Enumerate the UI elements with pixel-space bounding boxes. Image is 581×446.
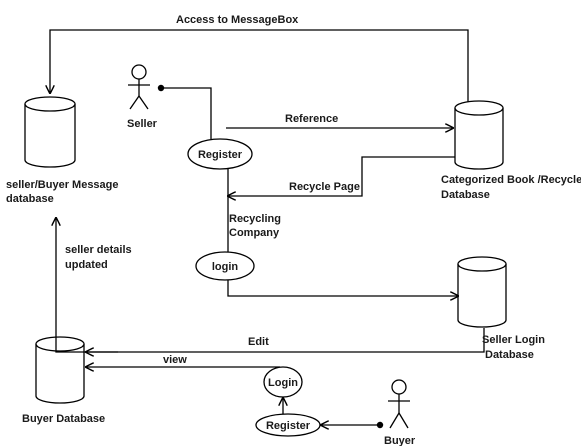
edit-label: Edit (248, 336, 269, 348)
message-db-label-2: database (6, 193, 54, 205)
book-database-cylinder (454, 100, 504, 170)
seller-login-db-label-1: Seller Login (482, 334, 545, 346)
seller-actor-label: Seller (127, 118, 158, 130)
register-buyer-ellipse (255, 413, 321, 437)
edit-connector (86, 328, 485, 352)
buyer-actor-icon (388, 379, 410, 429)
view-label: view (163, 354, 187, 366)
book-db-label-1: Categorized Book /Recycle (441, 174, 581, 186)
seller-details-label-1: seller details (65, 244, 132, 256)
login-buyer-ellipse (263, 366, 303, 398)
seller-details-label-2: updated (65, 259, 108, 271)
recycling-company-label-2: Company (229, 227, 280, 239)
access-messagebox-label: Access to MessageBox (176, 14, 299, 26)
register-seller-label: Register (198, 149, 243, 161)
seller-login-database-cylinder (457, 256, 507, 328)
buyer-database-cylinder (35, 336, 85, 404)
seller-details-connector (56, 218, 118, 353)
buyer-actor-label: Buyer (384, 435, 416, 446)
recycling-company-label-1: Recycling (229, 213, 281, 225)
login-seller-ellipse (195, 251, 255, 281)
access-messagebox-connector (50, 29, 469, 102)
login-buyer-label: Login (268, 377, 298, 389)
register-seller-ellipse (187, 138, 253, 170)
recycle-page-connector (228, 156, 455, 196)
message-database-cylinder (24, 96, 76, 168)
reference-label: Reference (285, 113, 338, 125)
seller-login-db-label-2: Database (485, 349, 534, 361)
book-db-label-2: Database (441, 189, 490, 201)
buyer-db-label: Buyer Database (22, 413, 105, 425)
seller-register-connector (161, 87, 212, 139)
login-seller-db-connector (227, 280, 458, 296)
message-db-label-1: seller/Buyer Message (6, 179, 119, 191)
register-buyer-label: Register (266, 420, 311, 432)
login-seller-label: login (212, 261, 239, 273)
recycle-page-label: Recycle Page (289, 181, 360, 193)
seller-actor-icon (128, 64, 150, 110)
